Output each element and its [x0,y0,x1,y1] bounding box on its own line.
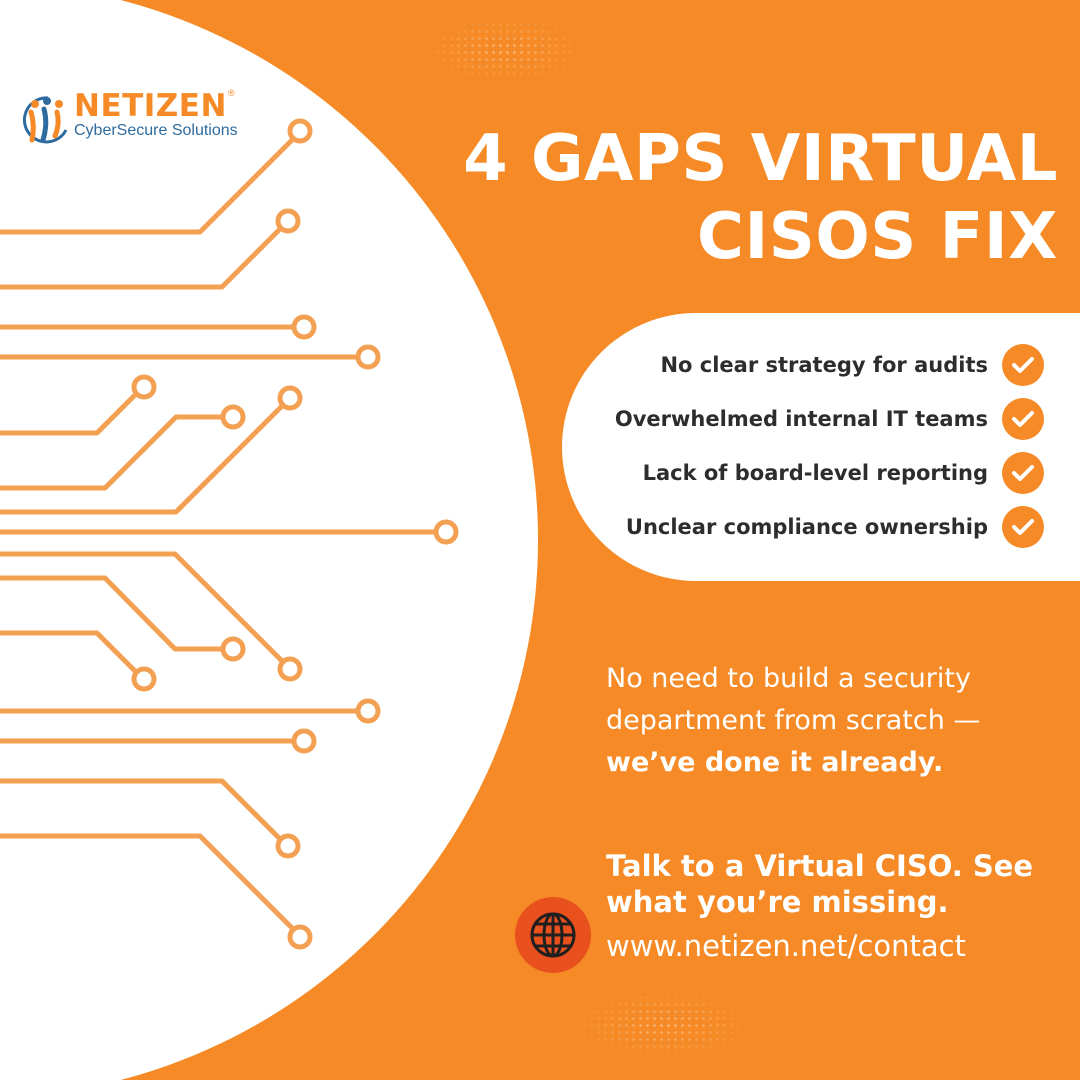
pitch-body: No need to build a security department f… [606,663,981,736]
list-item: Lack of board-level reporting [642,452,1044,494]
cta-text: Talk to a Virtual CISO. See what you’re … [606,849,1034,919]
check-icon [1002,452,1044,494]
gap-label: No clear strategy for audits [660,353,988,377]
pitch-emphasis: we’ve done it already. [606,747,944,778]
pitch-text: No need to build a security department f… [606,658,1066,784]
dot-pattern-bottom [565,985,765,1065]
gap-label: Lack of board-level reporting [642,461,988,485]
list-item: Unclear compliance ownership [625,506,1044,548]
registered-mark: ® [228,88,235,98]
gap-label: Overwhelmed internal IT teams [614,407,988,431]
check-icon [1002,344,1044,386]
dot-pattern-top [410,10,600,90]
contact-link[interactable]: www.netizen.net/contact [606,929,966,963]
list-item: No clear strategy for audits [660,344,1044,386]
globe-icon [530,912,576,958]
gap-list-card: No clear strategy for audits Overwhelmed… [562,313,1080,581]
gap-label: Unclear compliance ownership [625,515,988,539]
check-icon [1002,506,1044,548]
netizen-logo: NETIZEN ® CyberSecure Solutions [22,88,252,148]
list-item: Overwhelmed internal IT teams [614,398,1044,440]
white-half-circle [0,0,538,1080]
title-line-1: 4 GAPS VIRTUAL [463,122,1058,196]
circuit-nodes [131,118,459,950]
page-title: 4 GAPS VIRTUAL CISOS FIX [418,120,1058,276]
check-icon [1002,398,1044,440]
title-line-2: CISOS FIX [696,200,1058,274]
people-circle-logo-icon [23,96,68,144]
globe-badge[interactable] [515,897,591,973]
brand-name: NETIZEN [74,88,227,124]
circuit-lines [0,138,435,930]
brand-tagline: CyberSecure Solutions [74,122,238,139]
